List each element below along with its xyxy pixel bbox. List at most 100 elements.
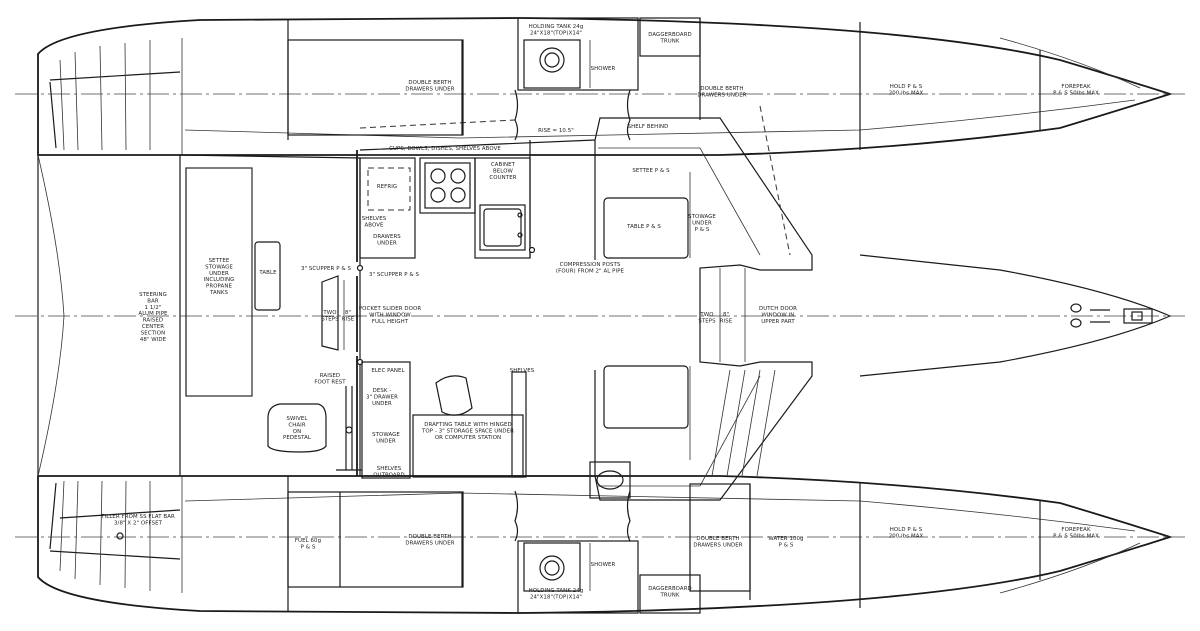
label-line: DUTCH DOOR [759, 306, 797, 312]
label-line: 3" SCUPPER P & S [301, 266, 352, 272]
label-line: 8" [723, 312, 729, 318]
label-line: COUNTER [489, 175, 516, 181]
label-line: 1 1/2" [145, 305, 162, 311]
label-line: HOLD P & S [890, 527, 923, 533]
label-line: PEDESTAL [283, 435, 311, 441]
label-line: RAISED [143, 318, 163, 324]
label-line: TABLE P & S [626, 224, 661, 230]
label-rise-aft: 8"RISE [342, 310, 355, 322]
label-line: SHELVES [362, 216, 387, 222]
label-line: RISE = 10.5" [538, 128, 574, 134]
label-shelves: SHELVES [510, 368, 535, 374]
label-line: STOWAGE [205, 264, 233, 270]
label-line: INCLUDING [204, 277, 235, 283]
label-line: DRAWERS UNDER [405, 540, 454, 546]
label-line: WITH WINDOW [369, 312, 411, 318]
label-line: FUEL 60g [295, 538, 321, 544]
bow-fitting [1070, 303, 1153, 328]
label-rise: RISE = 10.5" [538, 128, 574, 134]
label-line: 24"X18"(TOP)X14" [530, 30, 582, 36]
label-line: FULL HEIGHT [372, 319, 409, 325]
label-settee-ps: SETTEE P & S [632, 168, 670, 174]
label-line: UPPER PART [761, 319, 795, 325]
label-line: SETTEE P & S [632, 168, 670, 174]
label-line: UNDER [372, 401, 392, 407]
label-scupper-2: 3" SCUPPER P & S [369, 272, 420, 278]
port-hull-interior [287, 17, 1041, 150]
label-line: HOLDING TANK 24g [529, 588, 584, 594]
label-line: CENTER [142, 324, 164, 330]
port-hull-outline [37, 17, 1173, 156]
label-line: TRUNK [659, 38, 679, 44]
label-line: WINDOW IN [762, 312, 795, 318]
label-refrig: REFRIG [377, 184, 397, 190]
label-line: CABINET [491, 162, 516, 168]
label-line: P & S [779, 542, 794, 548]
label-line: TABLE [258, 270, 277, 276]
label-line: CUPS, BOWLS, DISHES, SHELVES ABOVE [389, 146, 501, 152]
label-line: P & S [695, 227, 710, 233]
label-line: DOUBLE BERTH [408, 534, 451, 540]
label-line: RISE [720, 318, 733, 324]
label-line: WATER 100g [768, 536, 803, 542]
galley [356, 119, 536, 272]
label-line: FOOT REST [314, 379, 346, 385]
label-line: SHOWER [591, 562, 616, 568]
label-line: 48" WIDE [140, 337, 167, 343]
label-line: DAGGERBOARD [648, 32, 692, 38]
label-line: STEERING [139, 292, 167, 298]
label-line: ELEC PANEL [371, 368, 404, 374]
label-line: UNDER [209, 271, 229, 277]
label-compression: COMPRESSION POSTS(FOUR) FROM 2" AL PIPE [556, 262, 625, 274]
label-shower-top: SHOWER [591, 66, 616, 72]
label-line: OR COMPUTER STATION [435, 435, 501, 441]
label-line: 24"X18"(TOP)X14" [530, 594, 582, 600]
label-shelf-behind: SHELF BEHIND [628, 124, 669, 130]
label-line: FOREPEAK [1061, 84, 1091, 90]
label-table-ps: TABLE P & S [626, 224, 661, 230]
label-line: UNDER [377, 240, 397, 246]
label-line: DRAWERS UNDER [697, 92, 746, 98]
label-line: 3/8" X 2" OFFSET [114, 520, 163, 526]
label-line: DRAWERS UNDER [405, 86, 454, 92]
label-line: TRUNK [659, 592, 679, 598]
label-line: POCKET SLIDER DOOR [359, 306, 422, 312]
label-line: REFRIG [377, 184, 397, 190]
label-line: TOP - 3" STORAGE SPACE UNDER [421, 428, 514, 434]
label-rise-fwd: 8"RISE [720, 312, 733, 324]
label-line: 200 lbs MAX [889, 90, 924, 96]
label-line: 3" SCUPPER P & S [369, 272, 420, 278]
label-line: SECTION [141, 330, 165, 336]
salon-cabin [359, 105, 813, 501]
label-line: P & S [301, 544, 316, 550]
label-line: ABOVE [364, 222, 384, 228]
label-line: DAGGERBOARD [648, 586, 692, 592]
label-line: TWO [322, 310, 336, 316]
label-line: P & S 50lbs MAX [1053, 533, 1099, 539]
label-line: TANKS [209, 290, 229, 296]
label-line: STEPS [698, 318, 716, 324]
